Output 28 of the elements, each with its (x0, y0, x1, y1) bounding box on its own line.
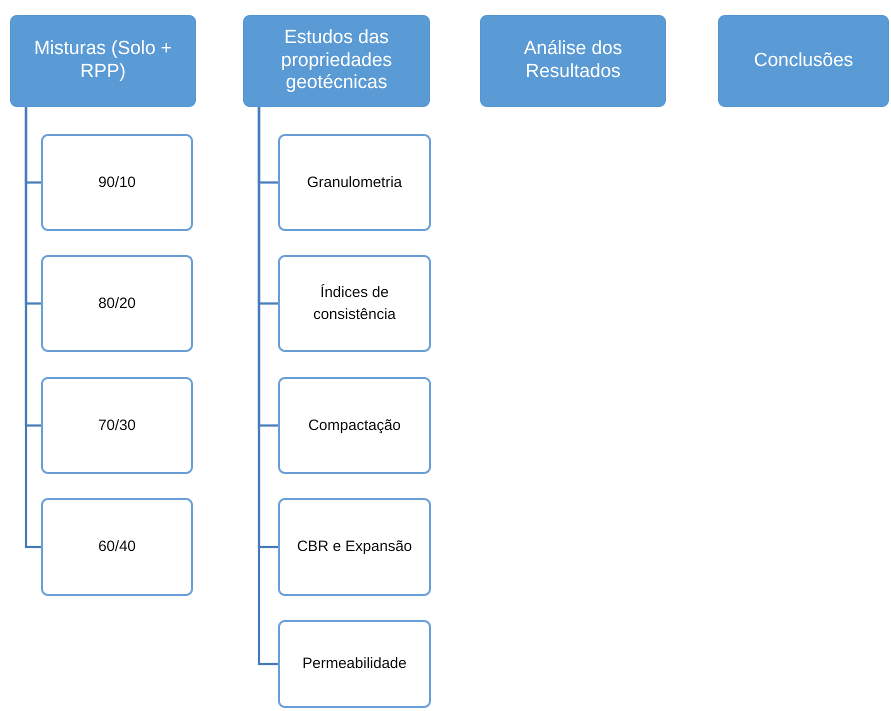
stage-box (480, 15, 666, 107)
item-box (278, 377, 431, 474)
node-label: Compactação (308, 416, 401, 436)
node-label: Conclusões (754, 50, 854, 72)
item-box (41, 255, 193, 352)
stage-box (243, 15, 430, 107)
item-box (41, 134, 193, 231)
node-label: 80/20 (98, 294, 136, 314)
node-label: Análise dos Resultados (522, 38, 624, 84)
node-label: 90/10 (98, 172, 136, 193)
connector-line (258, 107, 278, 666)
item-box (41, 377, 193, 474)
item-box (278, 498, 431, 596)
stage-box (10, 15, 196, 107)
node-label: CBR e Expansão (296, 537, 412, 558)
item-box (278, 620, 431, 708)
node-label: Índices de consistência (312, 282, 397, 324)
connector-line (24, 107, 41, 548)
node-label: Permeabilidade (302, 654, 407, 674)
node-label: Misturas (Solo + RPP) (33, 38, 173, 84)
node-label: 70/30 (98, 416, 136, 436)
stage-box (718, 15, 889, 107)
node-label: Granulometria (306, 172, 402, 193)
node-label: 60/40 (98, 537, 136, 558)
node-label: Estudos das propriedades geotécnicas (280, 26, 393, 96)
item-box (41, 498, 193, 596)
item-box (278, 134, 431, 231)
item-box (278, 255, 431, 352)
